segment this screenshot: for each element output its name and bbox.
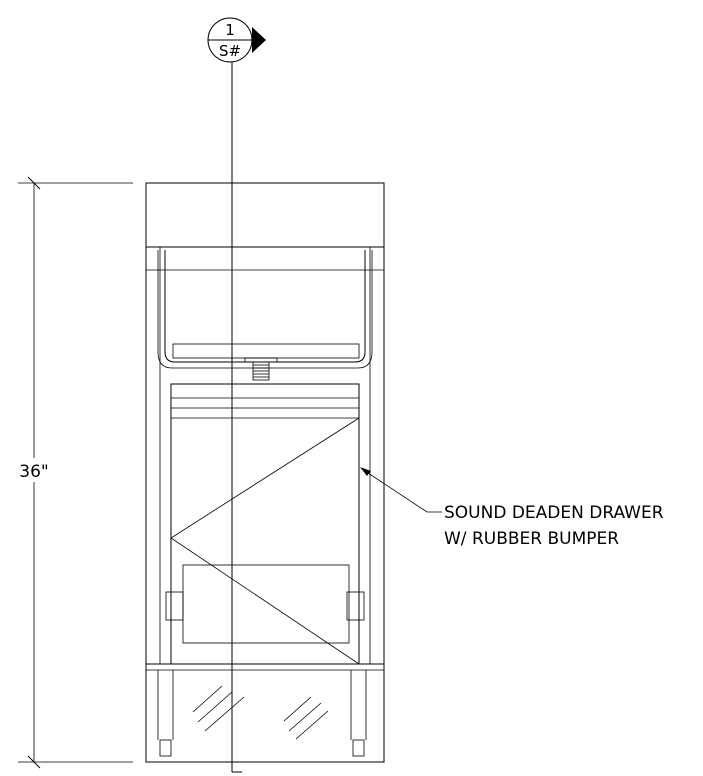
height-dimension: 36" <box>14 176 133 769</box>
dimension-label-mask <box>14 458 54 482</box>
cabinet-base <box>145 663 385 763</box>
callout-line-1: SOUND DEADEN DRAWER <box>444 503 664 523</box>
dimension-tick-top <box>27 176 41 190</box>
rubber-bumper-left <box>165 591 184 621</box>
section-marker-arrow <box>252 27 266 53</box>
countertop <box>145 182 385 248</box>
sink-bottom-plate <box>172 343 360 359</box>
drawer-inner-box <box>182 564 350 644</box>
cabinet <box>145 182 385 763</box>
section-marker: 1 S# <box>207 17 266 63</box>
rubber-bumper-right <box>346 591 365 621</box>
leg-right <box>350 670 367 757</box>
leg-left <box>157 670 174 757</box>
drain-thread <box>252 361 270 381</box>
drain-flange <box>244 357 278 363</box>
sink-bowl <box>164 250 366 363</box>
glass-hatch-left <box>192 685 245 732</box>
drawer <box>170 383 360 665</box>
callout-line-2: W/ RUBBER BUMPER <box>444 529 619 549</box>
section-number: 1 <box>225 21 235 39</box>
callout-leader <box>361 468 442 513</box>
dimension-height-label: 36" <box>19 462 48 482</box>
dimension-tick-bottom <box>27 755 41 769</box>
glass-hatch-right <box>283 696 329 740</box>
sink-bowl-outer <box>157 250 373 369</box>
drawer-callout: SOUND DEADEN DRAWER W/ RUBBER BUMPER <box>360 467 664 549</box>
callout-arrowhead <box>360 467 371 476</box>
drawer-diagonals <box>170 417 360 665</box>
section-sheet: S# <box>219 42 241 60</box>
